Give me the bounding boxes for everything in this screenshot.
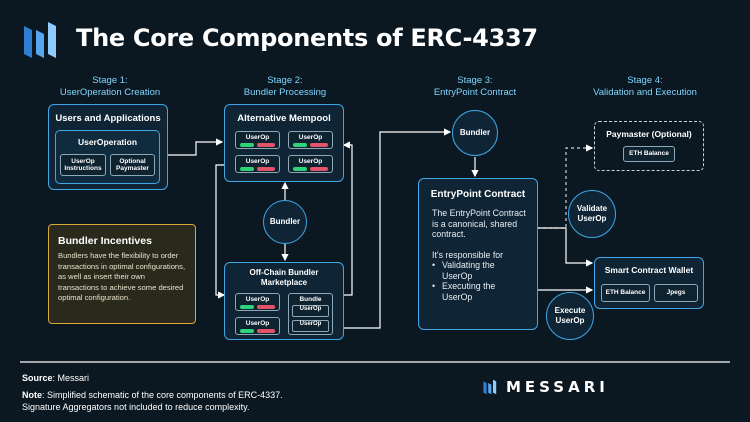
messari-brand-icon bbox=[483, 379, 497, 395]
page-title: The Core Components of ERC-4337 bbox=[76, 24, 538, 52]
mempool-userop-2: UserOp bbox=[288, 131, 333, 149]
wallet-eth-balance: ETH Balance bbox=[601, 284, 650, 302]
loop-right bbox=[342, 141, 353, 296]
arrow-marketplace-to-bundler bbox=[344, 128, 452, 329]
arrow-entrypoint-validate bbox=[537, 227, 594, 267]
wallet-title: Smart Contract Wallet bbox=[604, 265, 694, 275]
entrypoint-para1: The EntryPoint Contract is a canonical, … bbox=[432, 208, 526, 239]
footer-source: Source: Messari bbox=[22, 373, 90, 383]
alternative-mempool-title: Alternative Mempool bbox=[237, 113, 331, 124]
mempool-userop-3: UserOp bbox=[235, 155, 280, 173]
stage-1-header: Stage 1:UserOperation Creation bbox=[59, 75, 161, 98]
stage-3-header: Stage 3:EntryPoint Contract bbox=[433, 75, 517, 98]
paymaster-eth-balance: ETH Balance bbox=[623, 146, 675, 162]
paymaster-title: Paymaster (Optional) bbox=[606, 129, 692, 139]
stage3-bundler-circle: Bundler bbox=[452, 110, 498, 156]
bundler-incentives-body: Bundlers have the flexibility to order t… bbox=[58, 251, 186, 302]
messari-brand-text: MESSARI bbox=[506, 378, 609, 396]
entrypoint-contract-box: EntryPoint Contract The EntryPoint Contr… bbox=[418, 178, 538, 330]
arrow-stage1-to-mempool bbox=[168, 138, 224, 156]
entrypoint-bullet2: •Executing the UserOp bbox=[432, 281, 496, 302]
footer-note: Note: Simplified schematic of the core c… bbox=[22, 390, 283, 412]
smart-contract-wallet-box: Smart Contract Wallet ETH Balance Jpegs bbox=[594, 257, 704, 309]
bundle-userop-2: UserOp bbox=[292, 320, 329, 332]
bundler-incentives-box: Bundler Incentives Bundlers have the fle… bbox=[48, 224, 196, 324]
stage2-bundler-circle: Bundler bbox=[263, 200, 307, 244]
paymaster-box: Paymaster (Optional) ETH Balance bbox=[594, 121, 704, 171]
market-userop-1: UserOp bbox=[235, 293, 280, 311]
mempool-userop-4: UserOp bbox=[288, 155, 333, 173]
stage-2-header: Stage 2:Bundler Processing bbox=[243, 75, 327, 98]
bundler-incentives-title: Bundler Incentives bbox=[58, 235, 152, 247]
useroperation-title: UserOperation bbox=[77, 137, 138, 147]
entrypoint-bullet1: •Validating the UserOp bbox=[432, 260, 495, 281]
users-and-applications-box: Users and Applications UserOperation Use… bbox=[48, 104, 168, 190]
stage-4-header: Stage 4:Validation and Execution bbox=[593, 75, 697, 98]
bundle-userop-1: UserOp bbox=[292, 305, 329, 317]
mempool-userop-1: UserOp bbox=[235, 131, 280, 149]
messari-brand-logo: MESSARI bbox=[482, 378, 609, 396]
loop-left bbox=[215, 164, 226, 299]
entrypoint-title: EntryPoint Contract bbox=[430, 189, 526, 200]
market-bundle-card: Bundle UserOp UserOp bbox=[288, 293, 333, 335]
alternative-mempool-box: Alternative Mempool UserOp UserOp UserOp… bbox=[224, 104, 344, 182]
users-and-applications-title: Users and Applications bbox=[55, 113, 161, 124]
market-userop-2: UserOp bbox=[235, 317, 280, 335]
entrypoint-para2: It's responsible for bbox=[432, 249, 504, 260]
wallet-jpegs: Jpegs bbox=[654, 284, 698, 302]
messari-logo-icon bbox=[22, 20, 64, 60]
